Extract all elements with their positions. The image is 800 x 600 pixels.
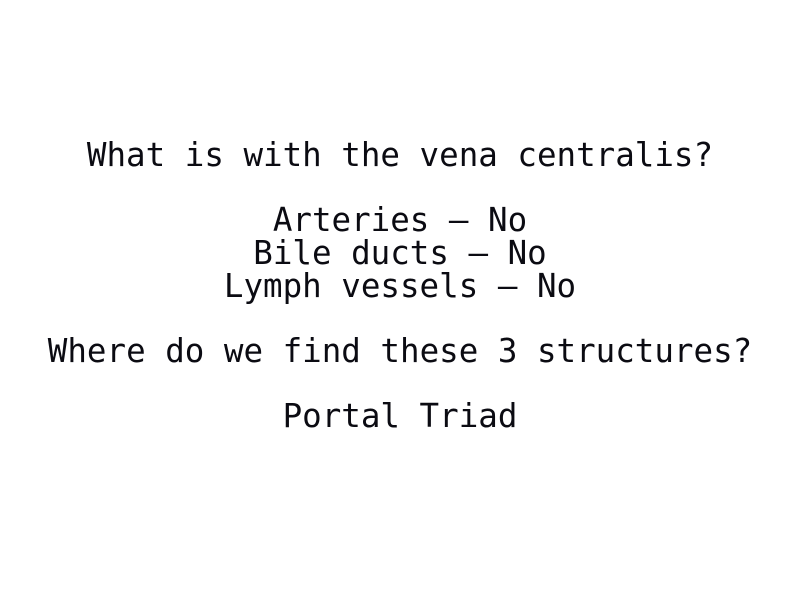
slide-content: What is with the vena centralis? Arterie…	[0, 139, 800, 433]
list-item-bile-ducts: Bile ducts – No	[253, 234, 547, 272]
block-spacer-2	[0, 303, 800, 335]
list-item-lymph-vessels: Lymph vessels – No	[223, 267, 577, 305]
question-line-2: Where do we find these 3 structures?	[47, 332, 753, 370]
block-spacer-1	[0, 172, 800, 204]
question-block-2: Where do we find these 3 structures?	[0, 335, 800, 368]
question-block-1: What is with the vena centralis?	[0, 139, 800, 172]
list-item-arteries: Arteries – No	[272, 201, 528, 239]
answer-block: Portal Triad	[0, 400, 800, 433]
block-spacer-3	[0, 368, 800, 400]
question-line-1: What is with the vena centralis?	[86, 136, 714, 174]
answer-line: Portal Triad	[282, 397, 518, 435]
structures-list: Arteries – No Bile ducts – No Lymph vess…	[0, 204, 800, 303]
